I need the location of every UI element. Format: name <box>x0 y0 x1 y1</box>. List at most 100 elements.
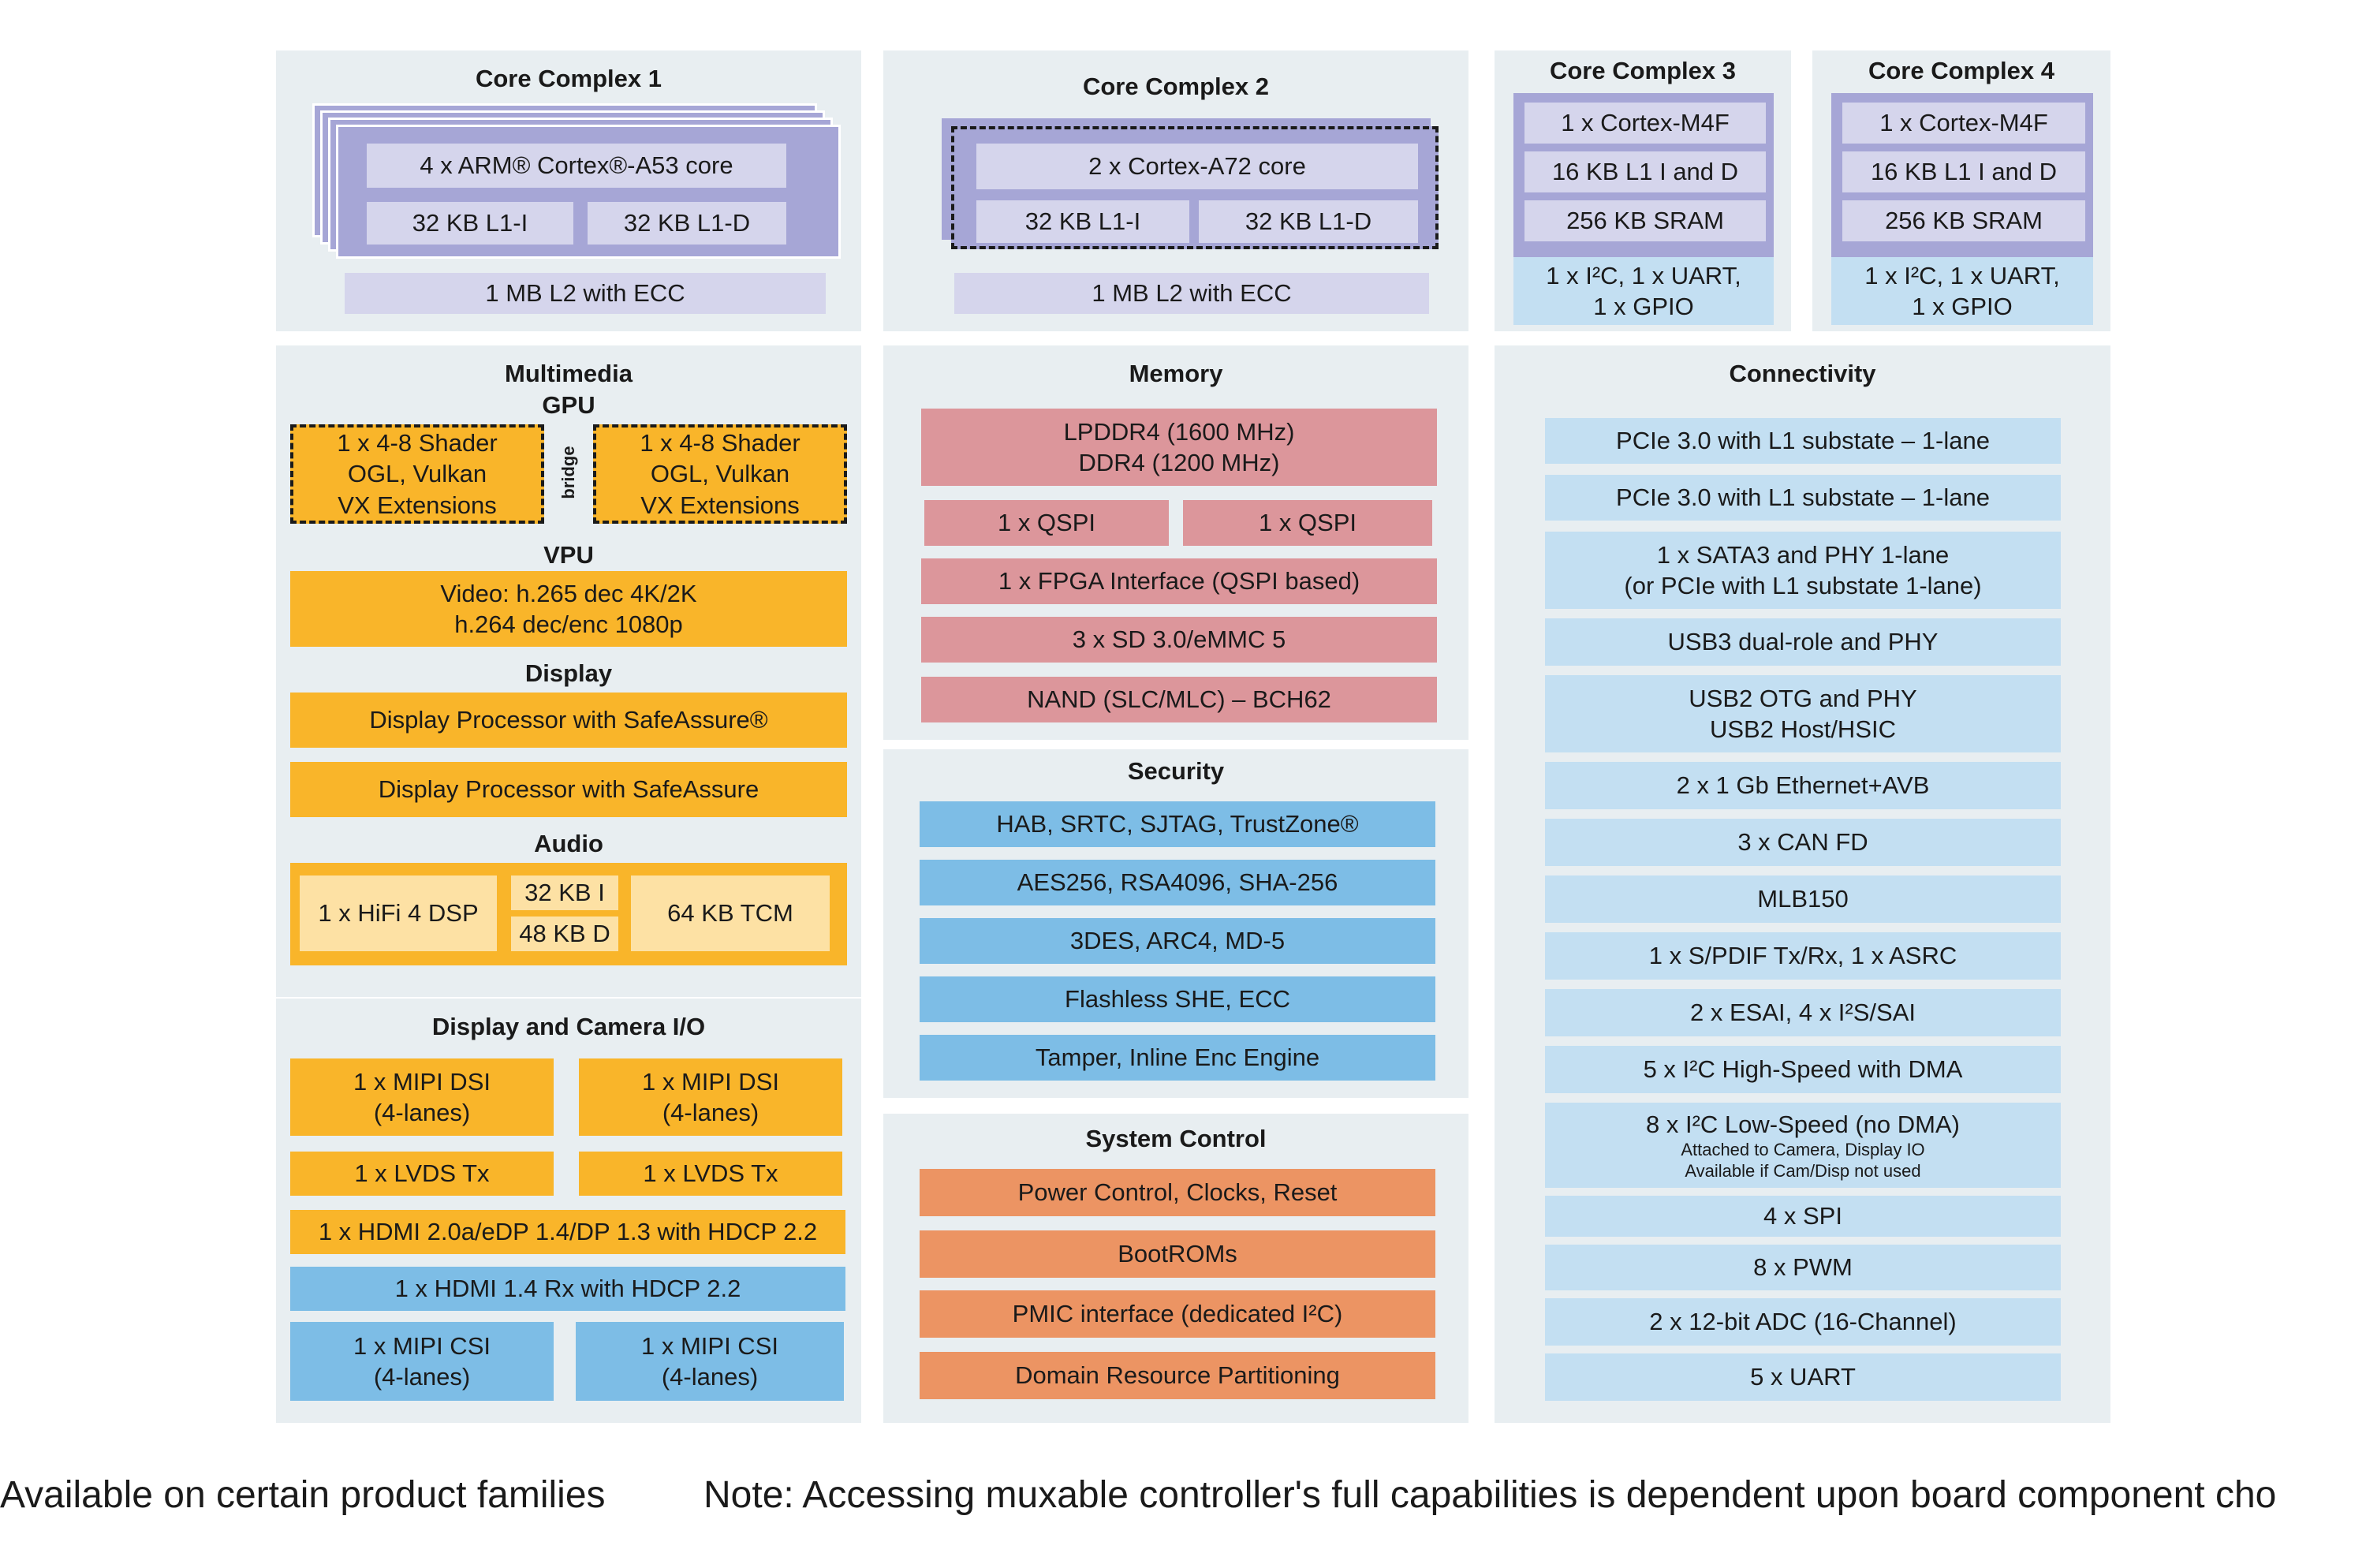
usb2-block: USB2 OTG and PHY USB2 Host/HSIC <box>1545 675 2061 752</box>
security-title: Security <box>1127 757 1225 785</box>
hdmi-tx-block: 1 x HDMI 2.0a/eDP 1.4/DP 1.3 with HDCP 2… <box>290 1210 845 1254</box>
spi-block: 4 x SPI <box>1545 1196 2061 1237</box>
footer-muxable-note: Note: Accessing muxable controller's ful… <box>703 1474 2277 1516</box>
connectivity-panel: Connectivity PCIe 3.0 with L1 substate –… <box>1495 345 2110 1423</box>
core-complex-2-panel: Core Complex 2 2 x Cortex-A72 core 32 KB… <box>883 50 1468 331</box>
gpu-bridge-label: bridge <box>558 446 578 499</box>
system-control-panel: System Control Power Control, Clocks, Re… <box>883 1114 1468 1423</box>
m4-io-block: 1 x I²C, 1 x UART, 1 x GPIO <box>1513 257 1774 325</box>
l1-cache-block: 16 KB L1 I and D <box>1524 151 1766 192</box>
audio-title: Audio <box>534 830 603 857</box>
gpu-line: OGL, Vulkan <box>347 460 487 488</box>
usb3-block: USB3 dual-role and PHY <box>1545 618 2061 666</box>
lvds-tx-left: 1 x LVDS Tx <box>290 1152 554 1196</box>
system-control-title: System Control <box>1085 1125 1267 1152</box>
sata-line: (or PCIe with L1 substate 1-lane) <box>1624 572 1982 599</box>
gpu-line: VX Extensions <box>640 491 800 519</box>
csi-line: 1 x MIPI CSI <box>641 1331 778 1360</box>
l1d-cache-block: 32 KB L1-D <box>1199 200 1418 243</box>
mlb150-block: MLB150 <box>1545 875 2061 923</box>
i2c-low-speed-label: 8 x I²C Low-Speed (no DMA) <box>1646 1111 1960 1139</box>
security-item-she: Flashless SHE, ECC <box>920 976 1435 1022</box>
sata-block: 1 x SATA3 and PHY 1-lane (or PCIe with L… <box>1545 532 2061 609</box>
m4-io-block: 1 x I²C, 1 x UART, 1 x GPIO <box>1831 257 2093 325</box>
power-control-block: Power Control, Clocks, Reset <box>920 1169 1435 1216</box>
core-complex-1-title: Core Complex 1 <box>475 65 662 92</box>
qspi-right: 1 x QSPI <box>1183 500 1432 546</box>
pcie-1-block: PCIe 3.0 with L1 substate – 1-lane <box>1545 418 2061 464</box>
security-item-hab: HAB, SRTC, SJTAG, TrustZone® <box>920 801 1435 847</box>
gpu-shader-left: 1 x 4-8 Shader OGL, Vulkan VX Extensions <box>290 424 544 524</box>
core-complex-3-panel: Core Complex 3 1 x Cortex-M4F 16 KB L1 I… <box>1495 50 1791 331</box>
l1-cache-block: 16 KB L1 I and D <box>1842 151 2085 192</box>
footer-availability-note: Available on certain product families <box>0 1474 606 1516</box>
gpu-line: 1 x 4-8 Shader <box>640 429 800 457</box>
l1i-cache-block: 32 KB L1-I <box>367 202 573 245</box>
i2c-high-speed-block: 5 x I²C High-Speed with DMA <box>1545 1046 2061 1093</box>
l2-cache-block: 1 MB L2 with ECC <box>345 273 826 314</box>
l1i-cache-block: 32 KB L1-I <box>976 200 1189 243</box>
i2c-low-speed-note: Attached to Camera, Display IO <box>1681 1140 1925 1160</box>
gpu-line: OGL, Vulkan <box>650 460 790 488</box>
gpu-line: VX Extensions <box>338 491 497 519</box>
l2-cache-block: 1 MB L2 with ECC <box>954 273 1429 314</box>
gpu-line: 1 x 4-8 Shader <box>337 429 498 457</box>
multimedia-title: Multimedia <box>505 360 633 387</box>
pmic-interface-block: PMIC interface (dedicated I²C) <box>920 1290 1435 1338</box>
sd-emmc-block: 3 x SD 3.0/eMMC 5 <box>921 617 1437 663</box>
core-complex-2-title: Core Complex 2 <box>1082 73 1269 100</box>
core-complex-3-title: Core Complex 3 <box>1549 57 1736 84</box>
dram-line: DDR4 (1200 MHz) <box>1078 449 1280 476</box>
dsi-line: (4-lanes) <box>373 1099 471 1126</box>
security-item-aes: AES256, RSA4096, SHA-256 <box>920 860 1435 905</box>
security-item-3des: 3DES, ARC4, MD-5 <box>920 918 1435 964</box>
sram-block: 256 KB SRAM <box>1842 200 2085 241</box>
a53-core-block: 4 x ARM® Cortex®-A53 core <box>367 144 786 188</box>
display-processor-1: Display Processor with SafeAssure® <box>290 693 847 748</box>
display-camera-io-title: Display and Camera I/O <box>431 1013 706 1040</box>
cortex-m4f-block: 1 x Cortex-M4F <box>1842 103 2085 144</box>
display-title: Display <box>524 659 613 687</box>
usb2-line: USB2 Host/HSIC <box>1709 715 1896 743</box>
core-complex-4-title: Core Complex 4 <box>1868 57 2054 84</box>
m4-io-line-2: 1 x GPIO <box>1593 293 1694 320</box>
csi-line: (4-lanes) <box>661 1363 759 1391</box>
display-processor-2: Display Processor with SafeAssure <box>290 762 847 817</box>
bootroms-block: BootROMs <box>920 1230 1435 1278</box>
nand-block: NAND (SLC/MLC) – BCH62 <box>921 677 1437 722</box>
usb2-line: USB2 OTG and PHY <box>1689 684 1917 712</box>
dsi-line: 1 x MIPI DSI <box>353 1067 491 1096</box>
m4-io-line-2: 1 x GPIO <box>1912 293 2013 320</box>
spdif-block: 1 x S/PDIF Tx/Rx, 1 x ASRC <box>1545 932 2061 980</box>
vpu-title: VPU <box>543 541 594 569</box>
mipi-dsi-right: 1 x MIPI DSI (4-lanes) <box>579 1058 842 1136</box>
core-complex-4-panel: Core Complex 4 1 x Cortex-M4F 16 KB L1 I… <box>1812 50 2110 331</box>
lvds-tx-right: 1 x LVDS Tx <box>579 1152 842 1196</box>
pwm-block: 8 x PWM <box>1545 1245 2061 1290</box>
esai-block: 2 x ESAI, 4 x I²S/SAI <box>1545 989 2061 1036</box>
m4-io-line-1: 1 x I²C, 1 x UART, <box>1864 261 2060 289</box>
mipi-csi-left: 1 x MIPI CSI (4-lanes) <box>290 1322 554 1401</box>
security-item-tamper: Tamper, Inline Enc Engine <box>920 1035 1435 1081</box>
memory-panel: Memory LPDDR4 (1600 MHz) DDR4 (1200 MHz)… <box>883 345 1468 740</box>
sram-block: 256 KB SRAM <box>1524 200 1766 241</box>
l1d-cache-block: 32 KB L1-D <box>588 202 786 245</box>
ethernet-block: 2 x 1 Gb Ethernet+AVB <box>1545 762 2061 809</box>
hifi4-dsp-block: 1 x HiFi 4 DSP <box>300 875 497 951</box>
security-panel: Security HAB, SRTC, SJTAG, TrustZone® AE… <box>883 749 1468 1098</box>
sata-line: 1 x SATA3 and PHY 1-lane <box>1656 540 1950 569</box>
dram-line: LPDDR4 (1600 MHz) <box>1063 417 1295 446</box>
connectivity-title: Connectivity <box>1729 360 1876 387</box>
vpu-line: h.264 dec/enc 1080p <box>454 610 683 638</box>
a72-core-block: 2 x Cortex-A72 core <box>976 144 1418 189</box>
mipi-csi-right: 1 x MIPI CSI (4-lanes) <box>576 1322 844 1401</box>
adc-block: 2 x 12-bit ADC (16-Channel) <box>1545 1298 2061 1346</box>
core-complex-1-panel: Core Complex 1 4 x ARM® Cortex®-A53 core… <box>276 50 861 331</box>
i2c-low-speed-block: 8 x I²C Low-Speed (no DMA) Attached to C… <box>1545 1103 2061 1188</box>
vpu-block: Video: h.265 dec 4K/2K h.264 dec/enc 108… <box>290 571 847 647</box>
cortex-m4f-block: 1 x Cortex-M4F <box>1524 103 1766 144</box>
uart-block: 5 x UART <box>1545 1353 2061 1401</box>
audio-tcm-block: 64 KB TCM <box>631 875 830 951</box>
multimedia-panel: Multimedia GPU 1 x 4-8 Shader OGL, Vulka… <box>276 345 861 997</box>
hdmi-rx-block: 1 x HDMI 1.4 Rx with HDCP 2.2 <box>290 1267 845 1311</box>
